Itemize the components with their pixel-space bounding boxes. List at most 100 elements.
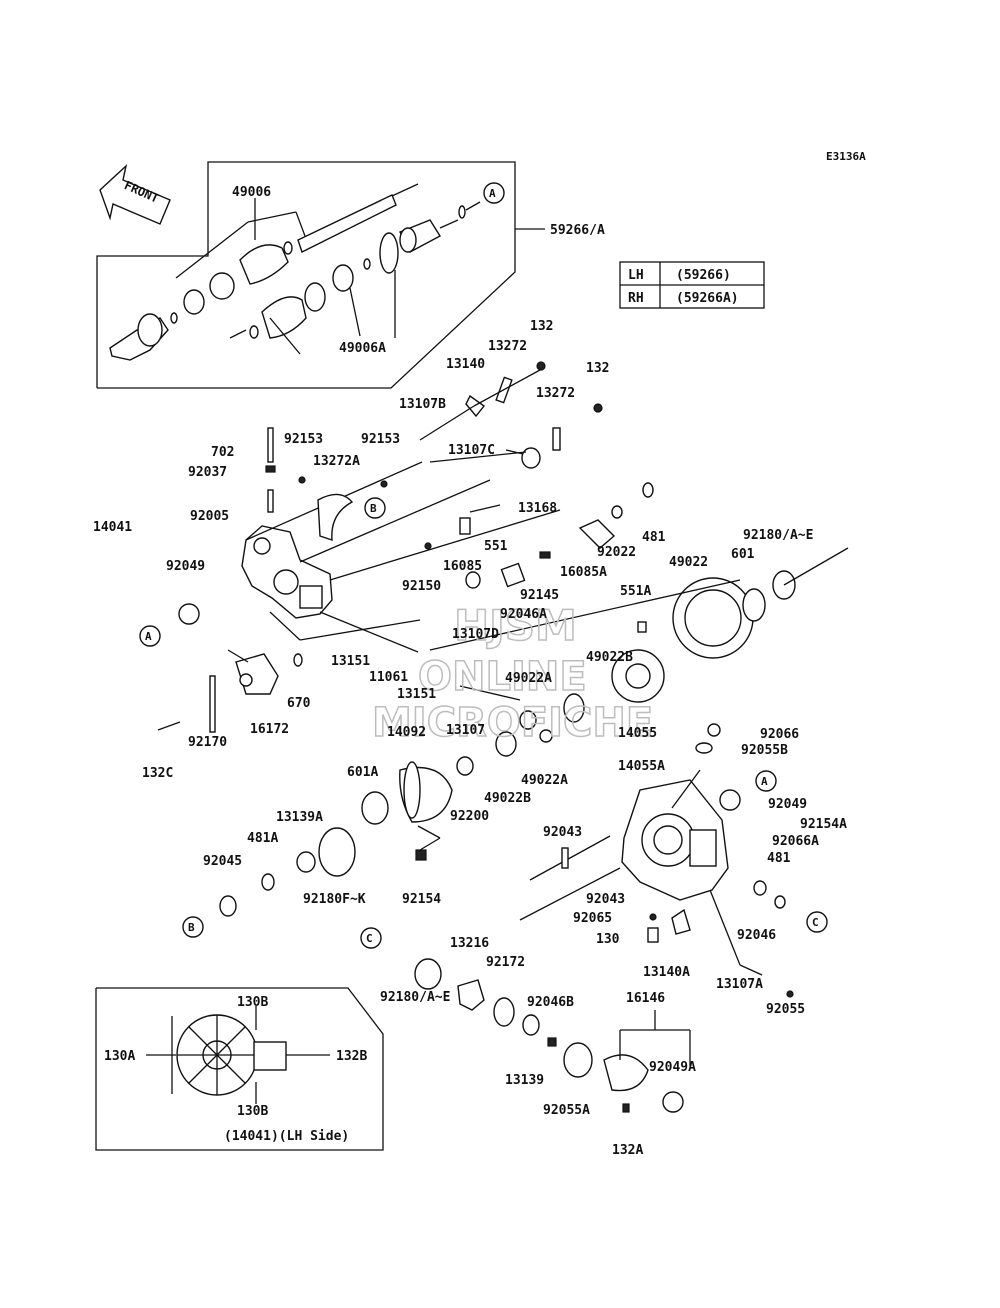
label-92200: 92200 <box>450 809 489 824</box>
label-130B-2: 130B <box>237 1104 268 1119</box>
label-601A: 601A <box>347 765 378 780</box>
label-13107C: 13107C <box>448 443 495 458</box>
label-13107: 13107 <box>446 723 485 738</box>
label-16146: 16146 <box>626 991 665 1006</box>
callout-A-right: A <box>755 770 777 792</box>
label-92153-a: 92153 <box>284 432 323 447</box>
label-49022: 49022 <box>669 555 708 570</box>
label-13107B: 13107B <box>399 397 446 412</box>
label-92043-a: 92043 <box>543 825 582 840</box>
front-arrow-icon: FRONT <box>99 163 171 225</box>
label-92046: 92046 <box>737 928 776 943</box>
callout-C-right: C <box>806 911 828 933</box>
label-92180AE-2: 92180/A~E <box>380 990 450 1005</box>
svg-text:A: A <box>145 630 152 643</box>
label-92037: 92037 <box>188 465 227 480</box>
label-11061: 11061 <box>369 670 408 685</box>
label-92170: 92170 <box>188 735 227 750</box>
label-92150: 92150 <box>402 579 441 594</box>
label-92049-b: 92049 <box>768 797 807 812</box>
inset-box <box>95 987 384 1151</box>
table-side-lh: LH <box>628 268 644 283</box>
part-labels: 49006 59266/A 49006A 132 13272 13140 132… <box>93 185 847 1158</box>
label-13107A: 13107A <box>716 977 763 992</box>
label-13272A: 13272A <box>313 454 360 469</box>
label-132-a: 132 <box>530 319 553 334</box>
label-92066: 92066 <box>760 727 799 742</box>
label-92180AE: 92180/A~E <box>743 528 813 543</box>
label-14092: 14092 <box>387 725 426 740</box>
callout-A-left: A <box>139 625 161 647</box>
label-14055: 14055 <box>618 726 657 741</box>
label-13140: 13140 <box>446 357 485 372</box>
svg-text:B: B <box>188 921 195 934</box>
driveshaft-parts <box>109 183 466 361</box>
label-59266A: 59266/A <box>550 223 605 238</box>
svg-text:ONLINE: ONLINE <box>418 654 587 700</box>
label-92049A: 92049A <box>649 1060 696 1075</box>
label-16085A: 16085A <box>560 565 607 580</box>
label-92180FK: 92180F~K <box>303 892 366 907</box>
label-92005: 92005 <box>190 509 229 524</box>
driveshaft-leaders <box>175 198 481 355</box>
label-13151-b: 13151 <box>397 687 436 702</box>
label-132-b: 132 <box>586 361 609 376</box>
svg-text:C: C <box>366 932 373 945</box>
lower-left-parts <box>157 603 474 917</box>
label-92066A: 92066A <box>772 834 819 849</box>
label-92055A: 92055A <box>543 1103 590 1118</box>
label-92043-b: 92043 <box>586 892 625 907</box>
label-13107D: 13107D <box>452 627 499 642</box>
callout-C-bottom: C <box>360 927 382 949</box>
label-14041: 14041 <box>93 520 132 535</box>
label-16172: 16172 <box>250 722 289 737</box>
table-part-lh: (59266) <box>676 268 731 283</box>
label-13139: 13139 <box>505 1073 544 1088</box>
callout-B-top: B <box>364 497 386 519</box>
label-49022A-b: 49022A <box>521 773 568 788</box>
label-14055A: 14055A <box>618 759 665 774</box>
label-13216: 13216 <box>450 936 489 951</box>
label-551: 551 <box>484 539 508 554</box>
diagram-code: E3136A <box>826 150 866 163</box>
center-shaft-parts <box>429 482 849 757</box>
bottom-parts <box>414 958 691 1113</box>
label-92154A: 92154A <box>800 817 847 832</box>
callout-A-top: A <box>483 182 505 204</box>
label-92172: 92172 <box>486 955 525 970</box>
label-702: 702 <box>211 445 234 460</box>
shift-parts <box>265 361 603 550</box>
label-92046B: 92046B <box>527 995 574 1010</box>
label-13139A: 13139A <box>276 810 323 825</box>
label-601: 601 <box>731 547 755 562</box>
label-481-a: 481 <box>642 530 666 545</box>
label-49022B-b: 49022B <box>484 791 531 806</box>
svg-text:A: A <box>761 775 768 788</box>
table-part-rh: (59266A) <box>676 291 739 306</box>
label-481-b: 481 <box>767 851 791 866</box>
svg-text:B: B <box>370 502 377 515</box>
label-92154: 92154 <box>402 892 441 907</box>
driveshaft-box <box>96 161 545 389</box>
watermark: HJSM ONLINE MICROFICHE <box>371 600 654 747</box>
callout-B-left: B <box>182 916 204 938</box>
label-13168: 13168 <box>518 501 557 516</box>
table-side-rh: RH <box>628 291 644 306</box>
label-13272-a: 13272 <box>488 339 527 354</box>
label-130: 130 <box>596 932 620 947</box>
label-481A: 481A <box>247 831 278 846</box>
label-132C: 132C <box>142 766 173 781</box>
label-132B: 132B <box>336 1049 367 1064</box>
label-49022A: 49022A <box>505 671 552 686</box>
svg-text:A: A <box>489 187 496 200</box>
label-670: 670 <box>287 696 311 711</box>
label-13151-a: 13151 <box>331 654 370 669</box>
gear-case-rh <box>519 723 794 998</box>
label-16085: 16085 <box>443 559 482 574</box>
label-132A: 132A <box>612 1143 643 1158</box>
label-92055B: 92055B <box>741 743 788 758</box>
label-130A: 130A <box>104 1049 135 1064</box>
svg-text:HJSM: HJSM <box>454 601 577 650</box>
label-49022B: 49022B <box>586 650 633 665</box>
